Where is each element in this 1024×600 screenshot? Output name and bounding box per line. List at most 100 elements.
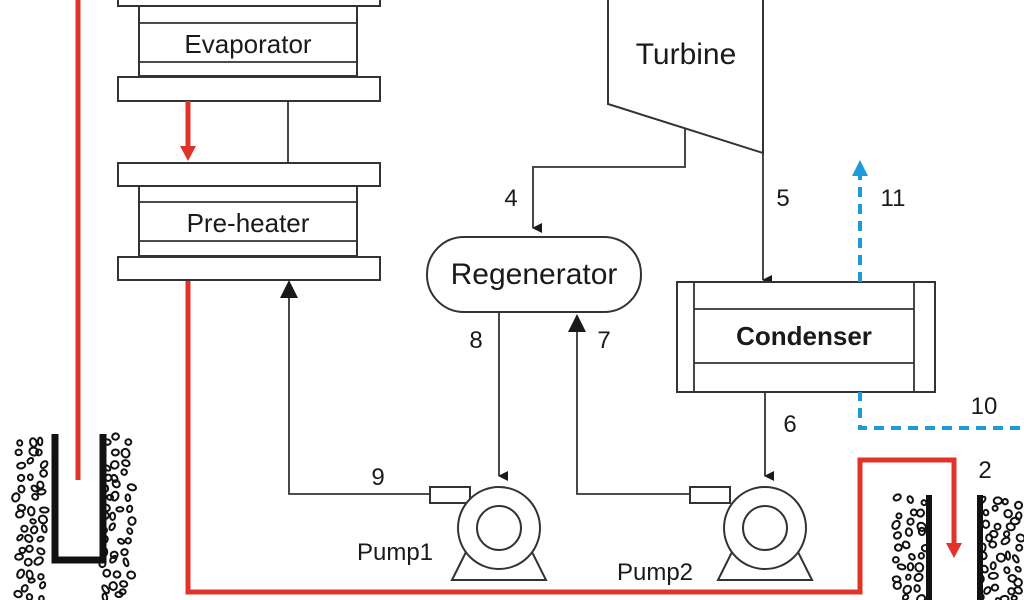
geo-fluid-reinjection-line <box>185 281 957 595</box>
rock-grain <box>108 522 116 532</box>
rock-grain <box>988 540 998 549</box>
evaporator-body <box>138 5 358 77</box>
rock-grain <box>906 517 915 526</box>
rock-grain <box>892 580 902 590</box>
rock-grain <box>26 473 34 482</box>
rock-grain <box>121 459 131 468</box>
regenerator: Regenerator <box>426 236 642 313</box>
rock-grain <box>110 490 120 502</box>
rock-grain <box>115 506 125 513</box>
arrow-up-icon <box>280 280 298 298</box>
rock-grain <box>40 524 48 534</box>
state-point-5: 5 <box>776 185 789 212</box>
rock-grain <box>1015 533 1024 543</box>
rock-grain <box>16 461 27 470</box>
rock-grain <box>11 492 21 503</box>
rock-grain <box>36 480 45 490</box>
rock-grain <box>1001 497 1009 506</box>
rock-grain <box>995 552 1007 563</box>
rock-grain <box>999 594 1010 600</box>
rock-grain <box>36 535 45 543</box>
rock-grain <box>902 593 910 600</box>
rock-grain <box>120 468 128 476</box>
rock-grain <box>1000 536 1011 546</box>
turbine-body <box>607 0 764 155</box>
rock-grain <box>1003 566 1011 575</box>
well-casing-left <box>51 434 107 564</box>
rock-pattern-right-inner <box>891 493 931 600</box>
rock-grain <box>1003 508 1013 519</box>
rock-grain <box>993 522 1002 531</box>
turbine: Turbine <box>607 0 764 155</box>
red-arrow-down-icon <box>180 146 196 161</box>
rock-grain <box>23 557 33 567</box>
rock-grain <box>13 589 23 599</box>
rock-grain <box>26 457 35 465</box>
rock-grain <box>38 594 45 600</box>
pump1-label: Pump1 <box>357 539 433 566</box>
rock-grain <box>1007 587 1016 596</box>
rock-grain <box>1003 530 1011 538</box>
rock-grain <box>110 473 119 483</box>
rock-grain <box>109 511 117 521</box>
state-point-9: 9 <box>371 464 384 491</box>
rock-grain <box>27 506 36 517</box>
pump2-outlet <box>689 486 731 504</box>
rock-grain <box>991 504 999 512</box>
rock-grain <box>906 495 914 504</box>
rock-grain <box>29 437 38 448</box>
rock-grain <box>109 460 120 470</box>
rock-grain <box>982 508 990 517</box>
rock-grain <box>36 488 47 496</box>
regenerator-body <box>426 236 642 313</box>
rock-grain <box>126 570 137 580</box>
production-well <box>11 432 137 600</box>
rock-grain <box>891 556 900 564</box>
rock-grain <box>896 563 907 571</box>
rock-grain <box>1004 550 1011 561</box>
rock-grain <box>913 572 924 582</box>
pump2-impeller <box>742 505 788 551</box>
condenser: Condenser <box>676 281 936 393</box>
condenser-shell <box>676 281 936 393</box>
state-point-8: 8 <box>469 327 482 354</box>
state-point-6: 6 <box>783 411 796 438</box>
preheater-body <box>138 185 358 257</box>
state-point-4: 4 <box>504 185 517 212</box>
rock-grain <box>33 556 44 566</box>
rock-grain <box>118 588 127 596</box>
rock-grain <box>120 548 129 557</box>
rock-grain <box>904 527 914 537</box>
rock-grain <box>1010 594 1018 600</box>
stream-7-line <box>576 318 690 495</box>
rock-grain <box>989 529 999 539</box>
rock-grain <box>111 479 121 489</box>
rock-grain <box>35 448 43 457</box>
rock-grain <box>1013 586 1023 595</box>
rock-grain <box>126 527 134 535</box>
rock-grain <box>20 584 29 593</box>
blue-arrow-up-icon <box>852 160 868 176</box>
rock-grain <box>31 492 40 501</box>
rock-grain <box>15 509 25 519</box>
rock-grain <box>120 447 131 459</box>
rock-grain <box>983 586 992 595</box>
rock-grain <box>37 514 49 525</box>
red-arrow-down-icon <box>946 543 962 558</box>
preheater-bottom-plate <box>117 256 381 281</box>
rock-grain <box>27 577 36 584</box>
rock-grain <box>16 533 24 542</box>
rock-grain <box>25 544 34 553</box>
rock-grain <box>1009 516 1021 526</box>
rock-grain <box>917 552 925 560</box>
rock-grain <box>992 496 1003 506</box>
evaporator-label: Evaporator <box>184 29 312 59</box>
rock-grain <box>25 593 34 600</box>
injection-well: 2 <box>891 457 1024 600</box>
arrow-up-icon <box>568 314 586 332</box>
rock-grain <box>110 448 120 457</box>
rock-grain <box>1014 511 1023 521</box>
rock-grain <box>16 568 26 579</box>
rock-grain <box>101 592 109 600</box>
rock-grain <box>987 571 999 580</box>
